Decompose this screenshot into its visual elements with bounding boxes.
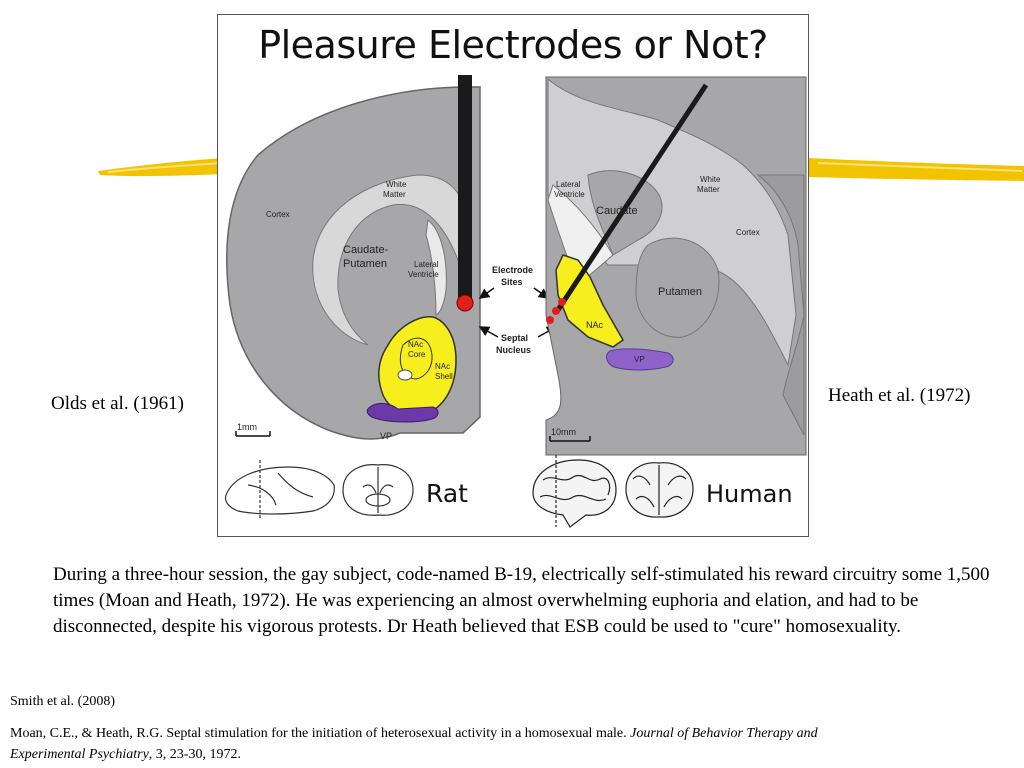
human-electrode-shaft [553, 83, 709, 315]
rat-species-label: Rat [426, 479, 468, 508]
rat-vp-label: VP [380, 431, 392, 441]
rat-lateral-ventricle-label: Lateral [414, 260, 439, 269]
rat-nac-region [378, 316, 457, 415]
svg-text:Shell: Shell [435, 372, 453, 381]
rat-scale-label: 1mm [237, 422, 257, 432]
brush-stroke-left [98, 158, 223, 177]
rat-sagittal-icon [224, 460, 335, 520]
rat-vp-region [366, 402, 439, 423]
svg-text:Matter: Matter [383, 190, 406, 199]
brain-figure: Pleasure Electrodes or Not? [217, 14, 809, 537]
human-electrode-site-1 [558, 298, 566, 306]
rat-nac-shell-label: NAc [435, 362, 450, 371]
human-caudate-label: Caudate [596, 205, 638, 217]
human-vp-label: VP [634, 355, 645, 364]
rat-electrode-tip [456, 294, 474, 312]
electrode-sites-label: Electrode [492, 265, 533, 275]
human-putamen-label: Putamen [658, 286, 702, 298]
svg-text:Nucleus: Nucleus [496, 345, 531, 355]
body-paragraph: During a three-hour session, the gay sub… [53, 564, 990, 637]
human-species-label: Human [706, 480, 793, 508]
human-white-matter-label: White [700, 175, 721, 184]
brush-stroke-right [808, 158, 1024, 181]
center-annotations: Electrode Sites Septal Nucleus [478, 265, 558, 355]
human-vp-region [606, 348, 674, 371]
svg-text:Matter: Matter [697, 185, 720, 194]
rat-brain-section: Cortex White Matter Caudate- Putamen Lat… [226, 75, 481, 441]
rat-nac-core-label: NAc [408, 340, 423, 349]
septal-nucleus-label: Septal [501, 333, 528, 343]
svg-text:Putamen: Putamen [343, 258, 387, 270]
figure-title: Pleasure Electrodes or Not? [258, 23, 768, 67]
human-sagittal-icon [532, 455, 617, 528]
human-nac-label: NAc [586, 320, 604, 330]
human-electrode-site-3 [546, 316, 554, 324]
reference-smith: Smith et al. (2008) [10, 694, 115, 709]
species-icons: Rat Human [224, 455, 793, 528]
rat-caudate-label: Caudate- [343, 244, 389, 256]
human-brain-section: Lateral Ventricle Caudate White Matter C… [545, 76, 807, 456]
caption-heath: Heath et al. (1972) [828, 385, 971, 406]
rat-electrode-shaft [458, 75, 472, 300]
rat-white-matter-label: White [386, 180, 407, 189]
human-scale-label: 10mm [551, 427, 576, 437]
human-coronal-icon [625, 462, 694, 518]
rat-cortex-label: Cortex [266, 210, 290, 219]
svg-text:Ventricle: Ventricle [554, 190, 585, 199]
human-lateral-ventricle-label: Lateral [556, 180, 581, 189]
brain-diagram: Cortex White Matter Caudate- Putamen Lat… [224, 75, 807, 528]
reference-moan: Moan, C.E., & Heath, R.G. Septal stimula… [10, 726, 818, 762]
svg-text:Ventricle: Ventricle [408, 270, 439, 279]
human-electrode-site-2 [552, 307, 560, 315]
svg-text:Sites: Sites [501, 277, 523, 287]
svg-text:Core: Core [408, 350, 426, 359]
human-cortex-label: Cortex [736, 228, 760, 237]
rat-coronal-icon [342, 464, 414, 516]
reference-moan-journal: Journal of Behavior Therapy and Experime… [10, 726, 818, 762]
caption-olds: Olds et al. (1961) [51, 393, 184, 414]
